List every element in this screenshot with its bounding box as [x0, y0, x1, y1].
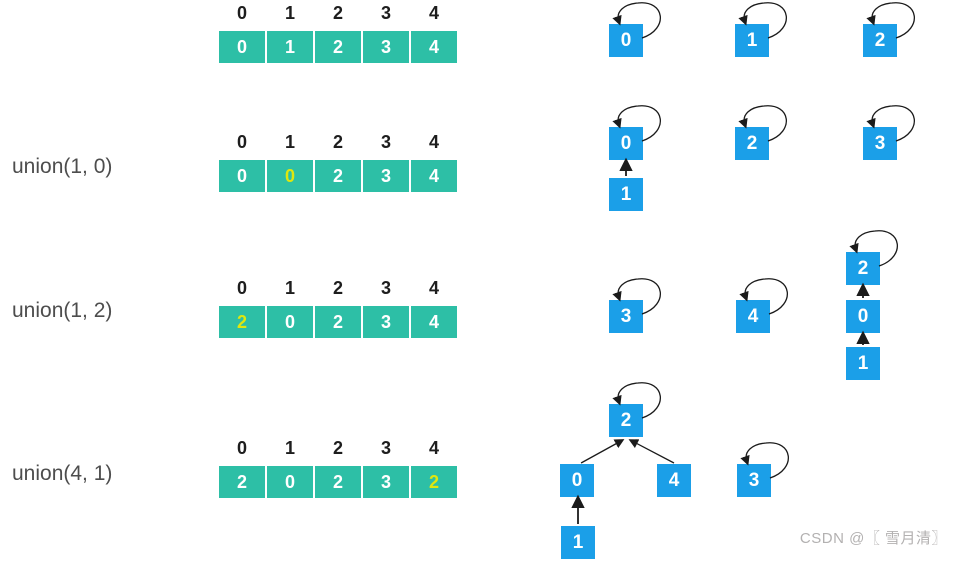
array-cell: 2	[314, 159, 362, 193]
array-index-label: 2	[332, 132, 343, 152]
array-cell: 3	[362, 305, 410, 339]
array-index-label: 3	[380, 278, 391, 298]
array-index-label: 1	[284, 438, 295, 458]
graph-node-0: 0	[609, 127, 643, 160]
operation-label: union(1, 2)	[12, 299, 113, 322]
array-index-label: 3	[380, 132, 391, 152]
array-index-label: 2	[332, 278, 343, 298]
array-index-label: 2	[332, 3, 343, 23]
graph-node-2: 2	[846, 252, 880, 285]
array-index-label: 2	[332, 438, 343, 458]
array-cell: 4	[410, 159, 458, 193]
array-cell: 2	[314, 30, 362, 64]
graph-node-2: 2	[863, 24, 897, 57]
graph-node-0: 0	[560, 464, 594, 497]
parent-arrow	[628, 439, 675, 464]
array-index-label: 0	[236, 132, 247, 152]
array-index-label: 3	[380, 3, 391, 23]
array-cell: 0	[266, 305, 314, 339]
array-cell: 2	[314, 465, 362, 499]
array-cell: 3	[362, 30, 410, 64]
graph-node-1: 1	[609, 178, 643, 211]
graph-node-4: 4	[736, 300, 770, 333]
array-index-label: 1	[284, 3, 295, 23]
graph-node-3: 3	[863, 127, 897, 160]
graph-node-3: 3	[609, 300, 643, 333]
array-cell: 0	[266, 465, 314, 499]
graph-node-0: 0	[609, 24, 643, 57]
array-index-label: 4	[428, 132, 439, 152]
array-cell: 0	[266, 159, 314, 193]
array-cell: 0	[218, 30, 266, 64]
graph-node-0: 0	[846, 300, 880, 333]
array-cell: 2	[218, 305, 266, 339]
array-index-label: 4	[428, 3, 439, 23]
operation-label: union(1, 0)	[12, 155, 113, 178]
graph-node-1: 1	[735, 24, 769, 57]
graph-node-1: 1	[846, 347, 880, 380]
graph-node-2: 2	[735, 127, 769, 160]
graph-node-3: 3	[737, 464, 771, 497]
graph-node-4: 4	[657, 464, 691, 497]
array-index-label: 1	[284, 132, 295, 152]
array-cell: 3	[362, 465, 410, 499]
watermark: CSDN @〖 雪月清〗	[799, 530, 947, 547]
array-index-label: 4	[428, 278, 439, 298]
array-cell: 3	[362, 159, 410, 193]
array-index-label: 3	[380, 438, 391, 458]
array-cell: 4	[410, 30, 458, 64]
array-cell: 2	[410, 465, 458, 499]
array-cell: 1	[266, 30, 314, 64]
array-index-label: 0	[236, 278, 247, 298]
graph-node-2: 2	[609, 404, 643, 437]
operation-label: union(4, 1)	[12, 462, 113, 485]
array-cell: 2	[314, 305, 362, 339]
graph-node-1: 1	[561, 526, 595, 559]
array-index-label: 4	[428, 438, 439, 458]
array-cell: 4	[410, 305, 458, 339]
array-cell: 2	[218, 465, 266, 499]
array-index-label: 0	[236, 3, 247, 23]
parent-arrow	[580, 439, 625, 464]
array-index-label: 0	[236, 438, 247, 458]
array-cell: 0	[218, 159, 266, 193]
array-index-label: 1	[284, 278, 295, 298]
